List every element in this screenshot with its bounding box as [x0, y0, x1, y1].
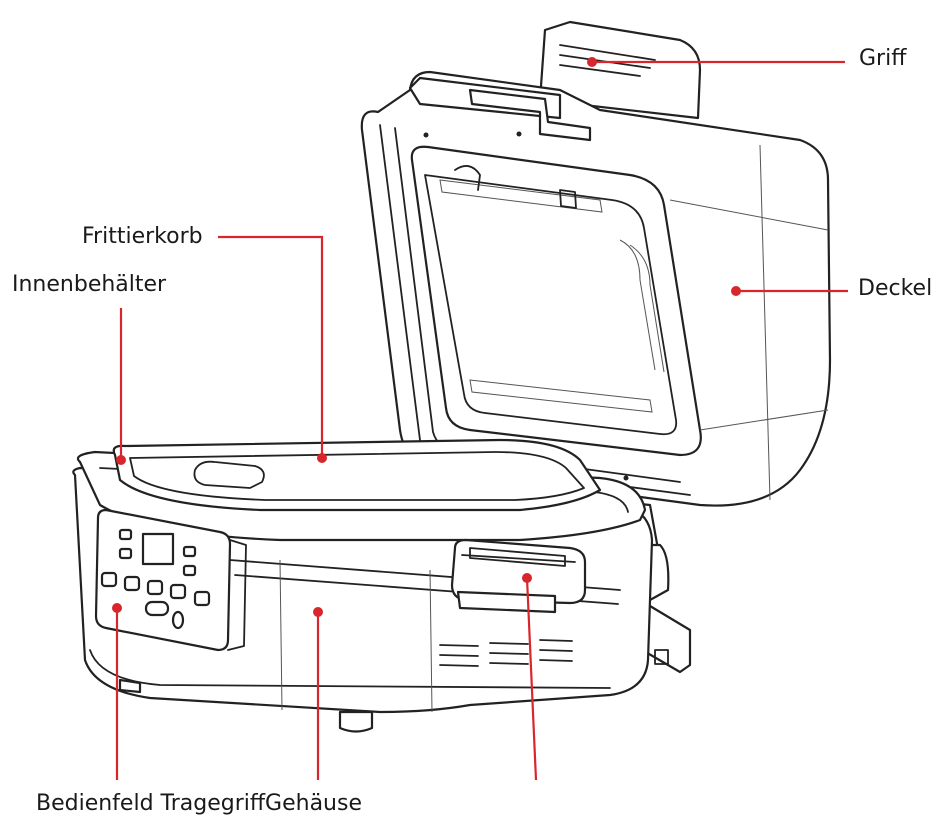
display: [141, 532, 175, 566]
label-bottom-row: Bedienfeld TragegriffGehäuse: [36, 791, 362, 816]
label-innenbehaelter: Innenbehälter: [12, 272, 167, 297]
leader-tragegriff: [525, 577, 538, 781]
label-frittierkorb: Frittierkorb: [82, 224, 203, 249]
label-deckel: Deckel: [858, 276, 933, 301]
lid-drawing: [360, 20, 832, 507]
control-panel-drawing: [94, 508, 247, 652]
lid-handle: [538, 20, 702, 120]
leader-frittierkorb: [218, 235, 324, 458]
label-griff: Griff: [859, 46, 907, 71]
control-panel: [94, 508, 232, 652]
basket-rim: [112, 438, 602, 512]
leader-lines: [112, 57, 848, 781]
